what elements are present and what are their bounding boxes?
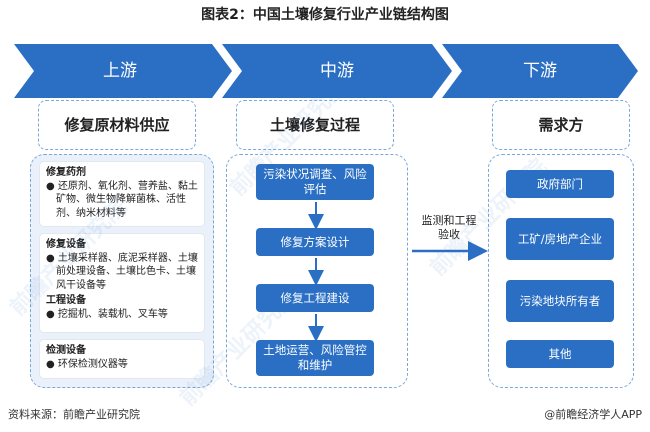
stage-chevron-upstream bbox=[14, 44, 232, 98]
group-title: 工程设备 bbox=[46, 295, 86, 306]
stage-label-downstream: 下游 bbox=[523, 61, 557, 81]
group-item: ● 土壤采样器、底泥采样器、土壤前处理设备、土壤比色卡、土壤风干设备等 bbox=[46, 252, 198, 291]
upstream-group-testing-equipment: 检测设备 ● 环保检测仪器等 bbox=[40, 340, 204, 378]
stage-chevron-midstream bbox=[222, 44, 452, 98]
group-item: ● 环保检测仪器等 bbox=[46, 358, 128, 370]
stage-chevron-downstream bbox=[442, 44, 638, 98]
stage-banner bbox=[14, 44, 638, 98]
group-title: 检测设备 bbox=[46, 345, 86, 356]
demand-item-landowner: 污染地块所有者 bbox=[506, 280, 614, 322]
downstream-header: 需求方 bbox=[492, 100, 630, 150]
mid-step-survey: 污染状况调查、风险评估 bbox=[256, 164, 374, 200]
upstream-group-repair-equipment: 修复设备 ● 土壤采样器、底泥采样器、土壤前处理设备、土壤比色卡、土壤风干设备等… bbox=[40, 234, 204, 332]
midstream-header: 土壤修复过程 bbox=[236, 100, 394, 150]
group-item: ● 挖掘机、装载机、叉车等 bbox=[46, 308, 168, 320]
mid-step-operation: 土地运营、风险管控和维护 bbox=[256, 340, 374, 376]
source-note: 资料来源：前瞻产业研究院 bbox=[8, 408, 140, 421]
mid-step-construction: 修复工程建设 bbox=[256, 284, 374, 312]
upstream-header: 修复原材料供应 bbox=[38, 100, 196, 150]
mid-step-design: 修复方案设计 bbox=[256, 228, 374, 256]
demand-item-government: 政府部门 bbox=[506, 170, 614, 198]
connector-label: 监测和工程验收 bbox=[421, 214, 477, 241]
stage-label-upstream: 上游 bbox=[103, 61, 137, 81]
stage-label-midstream: 中游 bbox=[320, 61, 354, 81]
upstream-group-repair-agents: 修复药剂 ● 还原剂、氧化剂、营养盐、黏土矿物、微生物降解菌株、活性剂、纳米材料… bbox=[40, 162, 204, 226]
brand-note: @前瞻经济学人APP bbox=[544, 408, 642, 421]
group-title: 修复药剂 bbox=[46, 167, 86, 178]
demand-item-industrial: 工矿/房地产企业 bbox=[506, 218, 614, 260]
group-item: ● 还原剂、氧化剂、营养盐、黏土矿物、微生物降解菌株、活性剂、纳米材料等 bbox=[46, 180, 198, 219]
page-title: 图表2：中国土壤修复行业产业链结构图 bbox=[201, 7, 449, 23]
demand-item-other: 其他 bbox=[506, 340, 614, 368]
group-title: 修复设备 bbox=[46, 239, 86, 250]
